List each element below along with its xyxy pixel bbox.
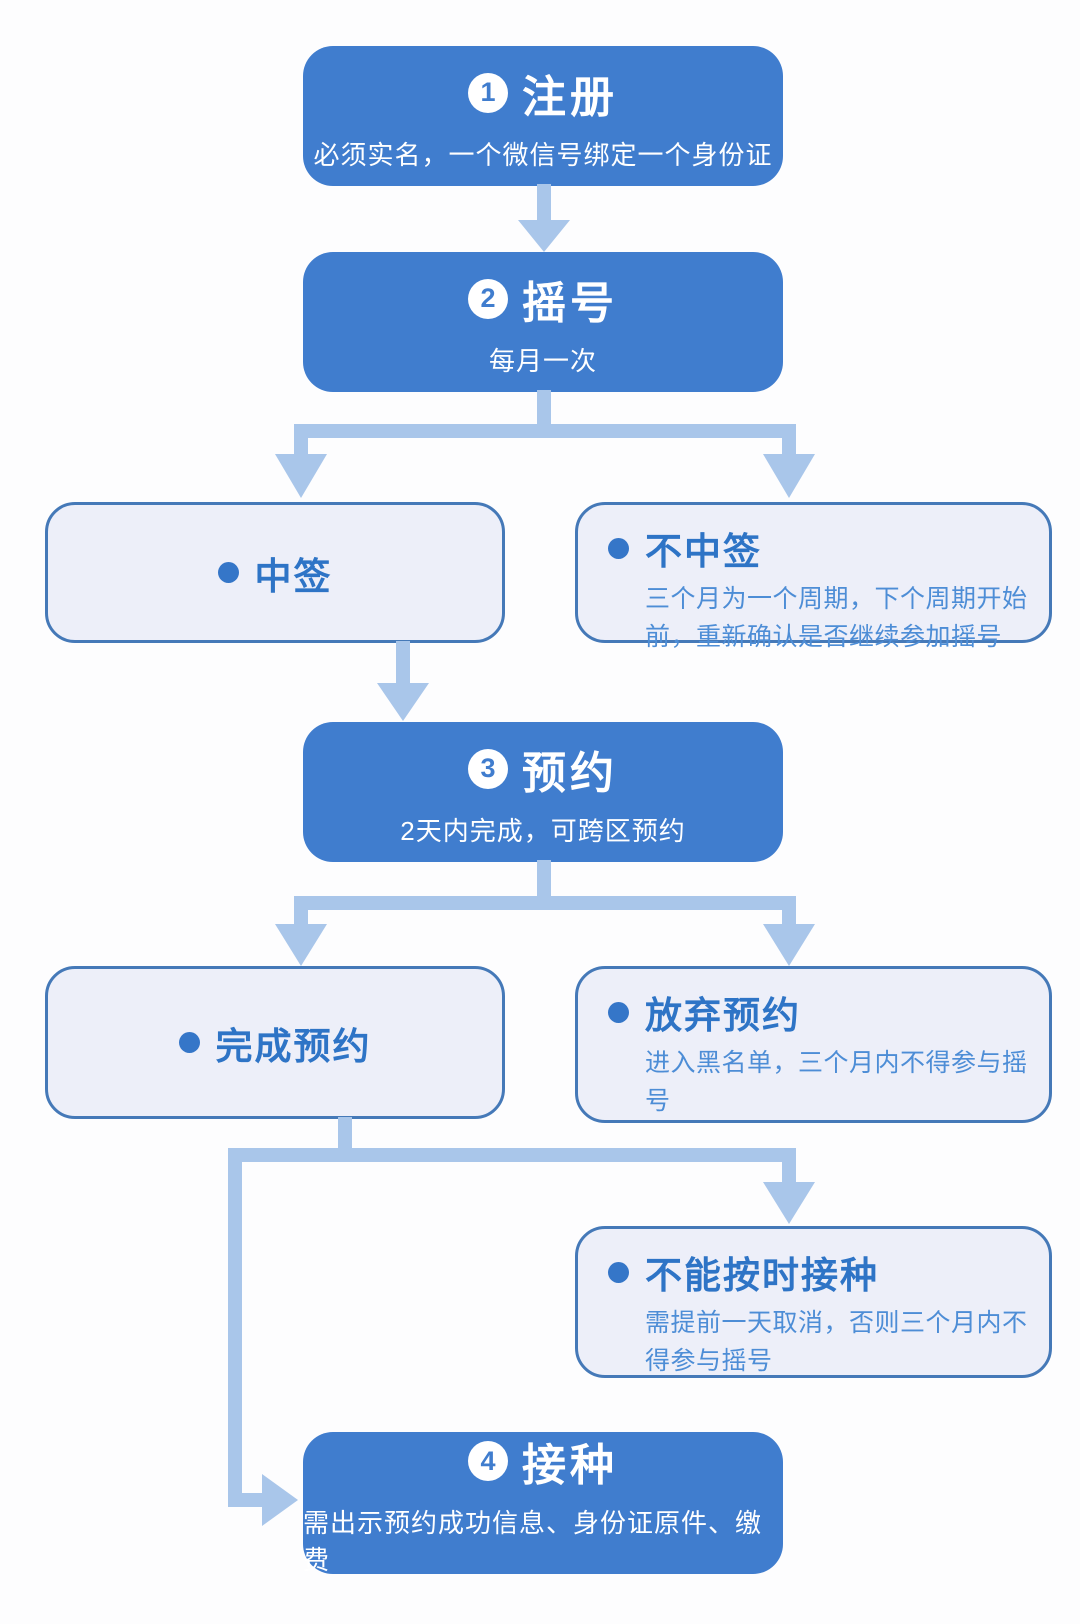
step-4-vaccinate-box: 4 接种 需出示预约成功信息、身份证原件、缴费: [303, 1429, 783, 1575]
outcome-missed-description: 需提前一天取消，否则三个月内不得参与摇号: [645, 1309, 1028, 1375]
arrow-down-step3-icon: [377, 683, 429, 721]
arrow-down-missed-icon: [763, 1182, 815, 1224]
connector-step3-split-stub: [537, 860, 551, 898]
step-3-subtitle: 2天内完成，可跨区预约: [400, 815, 686, 846]
outcome-lost-title-row: 不中签: [608, 521, 1029, 575]
arrow-right-step4-icon: [262, 1474, 298, 1526]
step-1-register-box: 1 注册 必须实名，一个微信号绑定一个身份证: [303, 46, 783, 186]
step-3-appointment-box: 3 预约 2天内完成，可跨区预约: [303, 722, 783, 862]
step-3-number-badge: 3: [468, 748, 508, 789]
step-2-subtitle: 每月一次: [488, 345, 597, 376]
connector-completed-left-line: [228, 1158, 242, 1507]
step-4-title-row: 4 接种: [468, 1429, 618, 1493]
step-2-title: 摇号: [522, 278, 618, 328]
arrow-down-step2-icon: [518, 220, 570, 252]
outcome-won-title: 中签: [254, 555, 333, 597]
arrow-down-completed-icon: [275, 924, 327, 966]
bullet-dot-icon: [608, 1261, 629, 1283]
connector-step1-step2-line: [537, 184, 551, 224]
connector-step2-right-drop: [782, 434, 796, 456]
connector-step2-left-drop: [294, 434, 308, 456]
outcome-completed-box: 完成预约: [45, 966, 505, 1119]
step-4-number-badge: 4: [468, 1441, 508, 1481]
arrow-down-abandoned-icon: [763, 924, 815, 966]
arrow-down-lost-icon: [763, 454, 815, 498]
connector-completed-bottom-nub: [228, 1493, 264, 1507]
bullet-dot-icon: [608, 1001, 629, 1023]
connector-completed-stub: [338, 1117, 352, 1151]
step-3-title-row: 3 预约: [468, 737, 618, 801]
connector-step2-split-bar: [294, 424, 796, 438]
step-2-title-row: 2 摇号: [468, 267, 618, 331]
outcome-lost-box: 不中签 三个月为一个周期，下个周期开始前，重新确认是否继续参加摇号: [575, 502, 1052, 651]
outcome-abandoned-box: 放弃预约 进入黑名单，三个月内不得参与摇号: [575, 966, 1052, 1123]
bullet-dot-icon: [178, 1032, 200, 1053]
outcome-missed-title-row: 不能按时接种: [608, 1245, 1029, 1299]
outcome-won-box: 中签: [45, 502, 505, 643]
step-1-title: 注册: [522, 72, 618, 122]
step-4-subtitle: 需出示预约成功信息、身份证原件、缴费: [303, 1508, 763, 1575]
connector-step3-left-drop: [294, 906, 308, 928]
outcome-abandoned-title-row: 放弃预约: [608, 985, 1029, 1039]
step-3-title: 预约: [522, 748, 618, 798]
outcome-abandoned-title: 放弃预约: [645, 995, 801, 1036]
connector-step3-split-bar: [294, 896, 796, 910]
step-1-title-row: 1 注册: [468, 61, 618, 125]
outcome-completed-title: 完成预约: [215, 1025, 372, 1067]
step-2-number-badge: 2: [468, 278, 508, 319]
connector-step2-split-stub: [537, 390, 551, 426]
outcome-completed-title-row: 完成预约: [178, 1016, 372, 1070]
bullet-dot-icon: [608, 537, 629, 559]
step-4-title: 接种: [522, 1441, 618, 1490]
connector-completed-split-bar: [228, 1148, 796, 1162]
outcome-missed-title: 不能按时接种: [645, 1255, 879, 1296]
step-2-lottery-box: 2 摇号 每月一次: [303, 252, 783, 392]
step-1-subtitle: 必须实名，一个微信号绑定一个身份证: [313, 139, 773, 170]
connector-completed-right-drop: [782, 1158, 796, 1184]
outcome-missed-box: 不能按时接种 需提前一天取消，否则三个月内不得参与摇号: [575, 1226, 1052, 1378]
connector-step3-right-drop: [782, 906, 796, 928]
outcome-abandoned-description: 进入黑名单，三个月内不得参与摇号: [645, 1049, 1028, 1115]
outcome-lost-description: 三个月为一个周期，下个周期开始前，重新确认是否继续参加摇号: [645, 585, 1028, 651]
bullet-dot-icon: [217, 562, 239, 583]
arrow-down-won-icon: [275, 454, 327, 498]
connector-won-step3-line: [396, 641, 410, 687]
step-1-number-badge: 1: [468, 72, 508, 113]
outcome-lost-title: 不中签: [645, 531, 762, 572]
outcome-won-title-row: 中签: [217, 546, 333, 600]
